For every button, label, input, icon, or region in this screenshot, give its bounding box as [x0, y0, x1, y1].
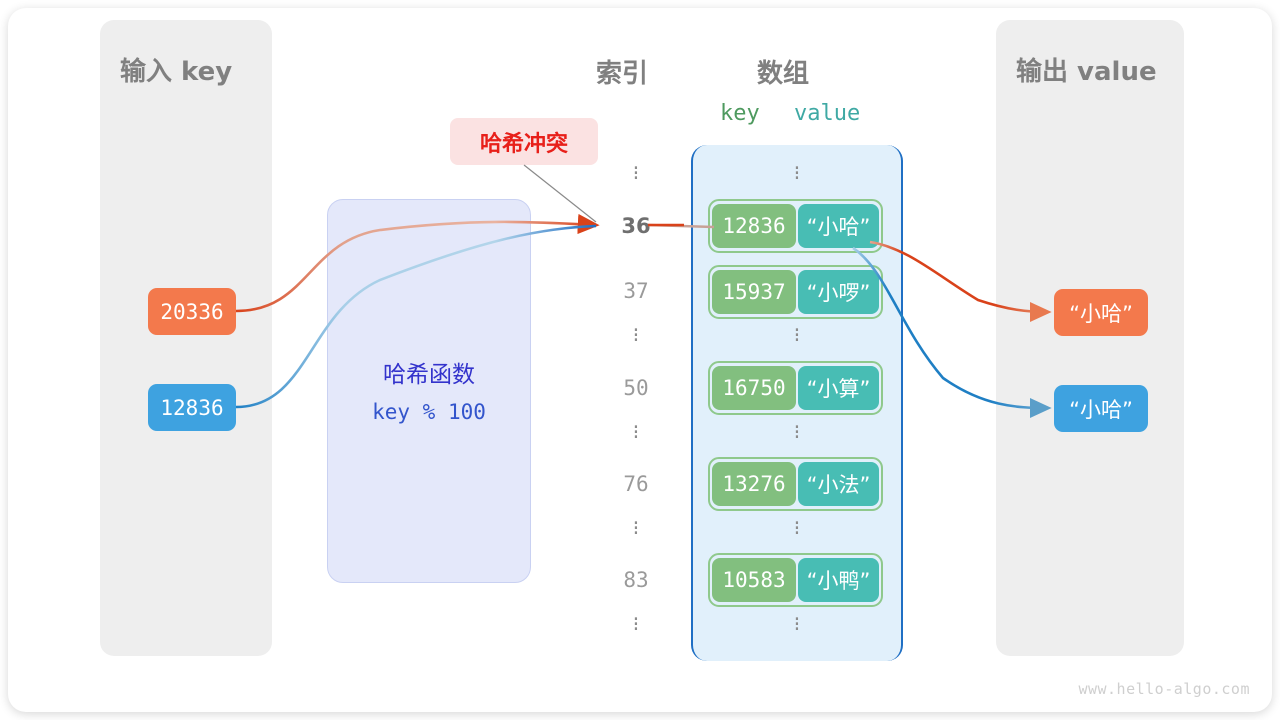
index-column-heading: 索引	[596, 59, 649, 89]
array-ellipsis: ···	[793, 156, 801, 190]
entry-key: 12836	[712, 204, 796, 248]
entry-value: “小法”	[798, 462, 879, 506]
input-panel-title: 输入 key	[120, 57, 233, 87]
output-value-blue: “小哈”	[1054, 385, 1148, 432]
array-ellipsis: ···	[793, 607, 801, 641]
array-ellipsis: ···	[793, 415, 801, 449]
entry-key: 13276	[712, 462, 796, 506]
value-column-label: value	[794, 101, 861, 126]
output-panel-title: 输出 value	[1016, 57, 1157, 87]
array-entry-76: 13276 “小法”	[708, 457, 883, 511]
input-key-20336: 20336	[148, 288, 236, 335]
array-entry-36: 12836 “小哈”	[708, 199, 883, 253]
index-label-37: 37	[623, 279, 649, 303]
index-label-76: 76	[623, 472, 649, 496]
output-value-orange: “小哈”	[1054, 289, 1148, 336]
hash-function-box: 哈希函数 key % 100	[327, 199, 531, 583]
array-column-heading: 数组	[757, 59, 810, 89]
array-entry-37: 15937 “小啰”	[708, 265, 883, 319]
diagram-canvas: 输入 key 输出 value 索引 数组 key value 20336 12…	[8, 8, 1272, 712]
index-ellipsis: ···	[632, 318, 640, 352]
index-ellipsis: ···	[632, 607, 640, 641]
array-entry-50: 16750 “小算”	[708, 361, 883, 415]
entry-value: “小哈”	[798, 204, 879, 248]
array-ellipsis: ···	[793, 511, 801, 545]
key-column-label: key	[720, 101, 760, 126]
input-key-12836: 12836	[148, 384, 236, 431]
index-label-36: 36	[621, 214, 651, 238]
index-label-83: 83	[623, 568, 649, 592]
watermark: www.hello-algo.com	[1078, 680, 1250, 698]
array-ellipsis: ···	[793, 318, 801, 352]
index-ellipsis: ···	[632, 511, 640, 545]
index-label-50: 50	[623, 376, 649, 400]
entry-value: “小啰”	[798, 270, 879, 314]
entry-key: 10583	[712, 558, 796, 602]
entry-value: “小算”	[798, 366, 879, 410]
hash-function-formula: key % 100	[372, 400, 486, 424]
index-ellipsis: ···	[632, 415, 640, 449]
array-entry-83: 10583 “小鸭”	[708, 553, 883, 607]
entry-value: “小鸭”	[798, 558, 879, 602]
entry-key: 16750	[712, 366, 796, 410]
output-panel	[996, 20, 1184, 656]
entry-key: 15937	[712, 270, 796, 314]
hash-function-title: 哈希函数	[383, 362, 475, 388]
hash-collision-label: 哈希冲突	[450, 118, 598, 165]
input-panel	[100, 20, 272, 656]
index-ellipsis: ···	[632, 156, 640, 190]
